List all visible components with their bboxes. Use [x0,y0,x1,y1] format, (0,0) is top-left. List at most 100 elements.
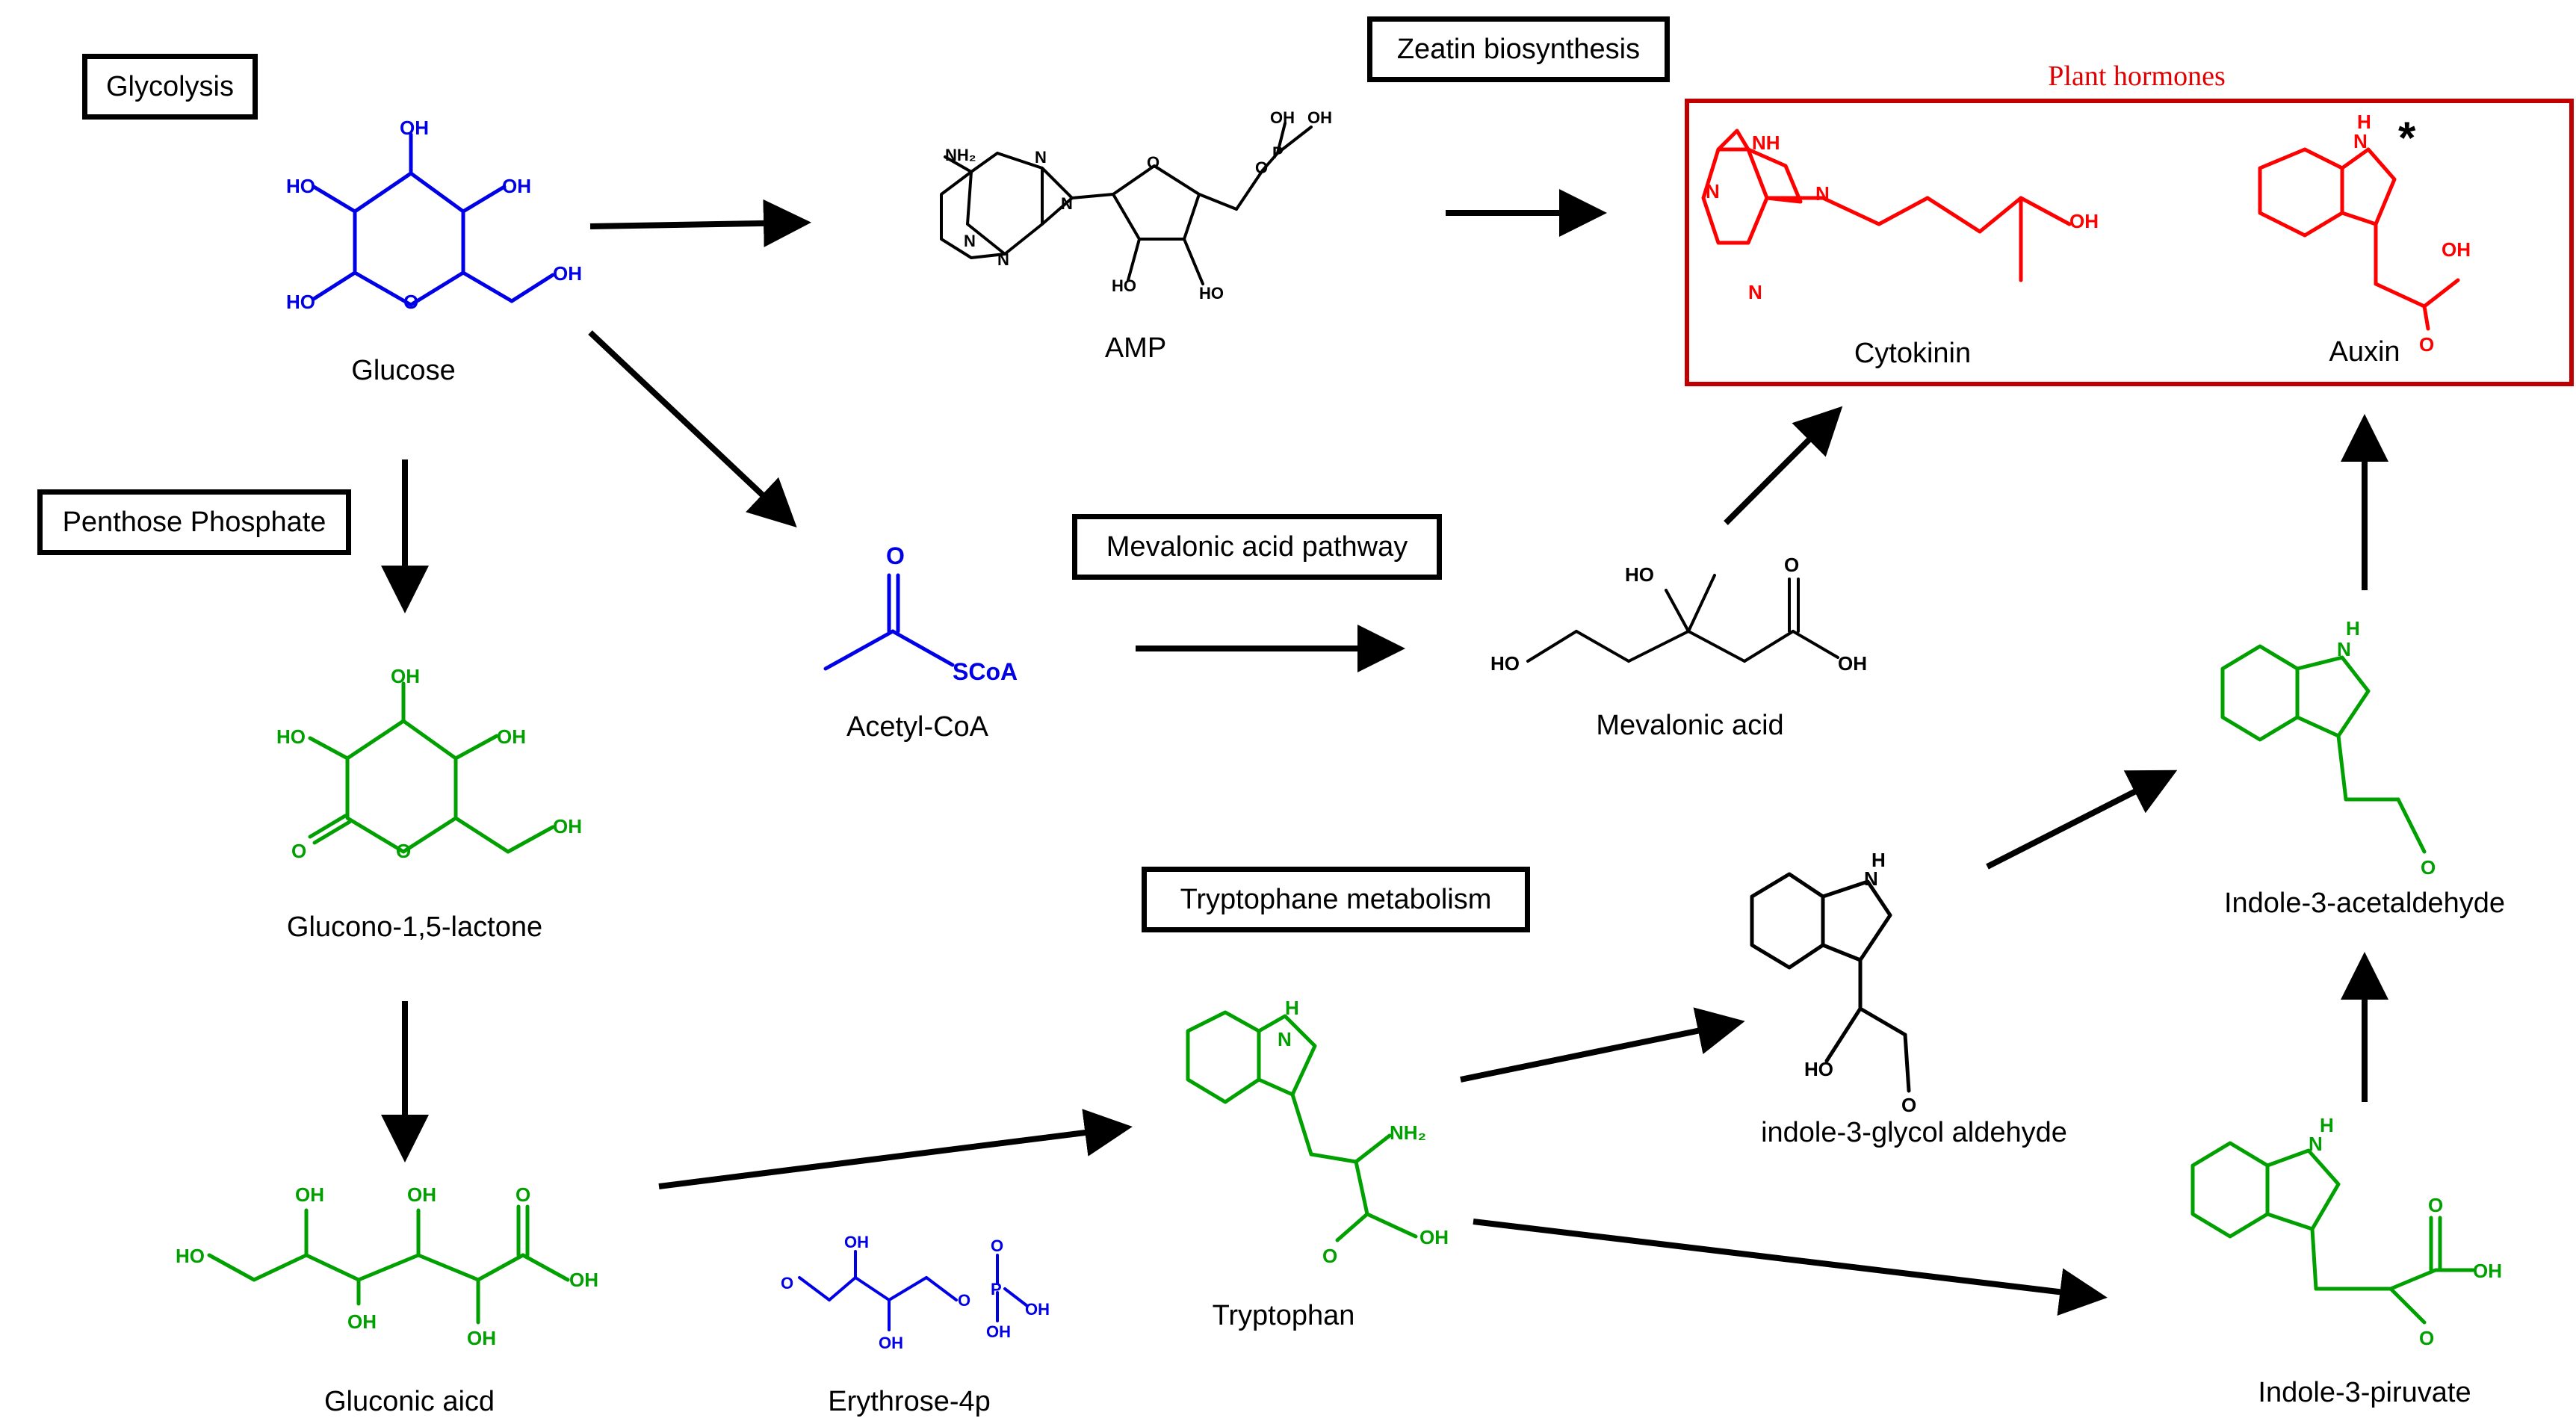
tryptophan-n: N [1278,1028,1292,1050]
lactone-oh-top: OH [391,665,420,687]
auxin-label: Auxin [2329,336,2400,368]
glycol-aldehyde-ho: HO [1804,1058,1833,1080]
acetyl-coa-label: Acetyl-CoA [846,711,989,743]
auxin-star: * [2398,113,2416,163]
acetaldehyde-structure [2220,644,2427,854]
amp-o-ring: O [1147,153,1159,172]
glucose-ho-bottom: HO [286,291,315,313]
gluconic-oh-2: OH [347,1310,377,1333]
mevalonic-ho-1: HO [1490,652,1520,675]
amp-nh2: NH₂ [945,146,976,164]
gluconic-o: O [515,1183,530,1206]
amp-n2: N [964,232,976,250]
amp-oh-2: OH [1307,108,1332,127]
amp-label: AMP [1104,332,1167,364]
mevalonic-o: O [1784,554,1799,576]
cytokinin-n3: N [1815,182,1830,205]
lactone-structure [308,681,555,854]
erythrose-oh-4: OH [986,1322,1011,1341]
indole-acetaldehyde-label: Indole-3-acetaldehyde [2223,888,2506,919]
glucono-lactone-label: Glucono-1,5-lactone [286,911,543,943]
amp-n3: N [997,250,1009,269]
arrow-gluconic-to-tryptophan [658,1109,1133,1189]
cytokinin-structure [1701,129,2072,282]
glycol-aldehyde-o: O [1901,1094,1916,1116]
glucose-oh-right: OH [502,175,531,197]
lactone-oh-right: OH [497,725,526,748]
zeatin-biosynthesis-box: Zeatin biosynthesis [1367,16,1670,82]
cytokinin-n1: N [1706,180,1720,202]
acetaldehyde-h: H [2346,617,2360,640]
gluconic-oh-5: OH [569,1269,598,1291]
arrow-tryptophan-to-glycol [1460,1007,1745,1083]
erythrose-o-2: O [958,1291,970,1310]
erythrose-4p-label: Erythrose-4p [828,1386,991,1417]
erythrose-o-1: O [781,1274,793,1293]
arrow-tryptophan-to-piruvate [1473,1219,2108,1316]
glucose-oh-top: OH [400,117,429,139]
piruvate-n: N [2309,1133,2323,1155]
lactone-ho-left: HO [276,725,306,748]
auxin-structure [2258,147,2460,331]
amp-oh-1: OH [1270,108,1295,127]
plant-hormones-title: Plant hormones [2048,61,2226,92]
indole-glycol-aldehyde-label: indole-3-glycol aldehyde [1761,1117,2067,1148]
amp-structure [940,122,1313,285]
arrows [381,189,2388,1316]
cytokinin-nh: NH [1752,131,1780,154]
glycolysis-box: Glycolysis [82,54,258,120]
tryptophan-oh: OH [1419,1226,1449,1248]
amp-n4: N [1061,194,1073,213]
acetylcoa-scoa: SCoA [953,658,1018,685]
tryptophan-nh2: NH₂ [1390,1121,1426,1144]
mevalonic-ho-2: HO [1625,563,1654,586]
glucose-o-ring: O [403,291,418,313]
erythrose-oh-1: OH [844,1233,869,1251]
penthose-phosphate-box: Penthose Phosphate [37,489,351,555]
cytokinin-label: Cytokinin [1854,338,1972,369]
piruvate-o-1: O [2428,1194,2443,1216]
lactone-o-carbonyl: O [291,840,306,862]
erythrose-p: P [991,1280,1002,1298]
plant-hormones-box [1685,99,2574,386]
gluconic-oh-1: OH [295,1183,324,1206]
amp-ho-2: HO [1199,284,1224,303]
gluconic-oh-3: OH [407,1183,436,1206]
amp-o-ester: O [1255,158,1268,177]
cytokinin-oh: OH [2069,210,2099,232]
auxin-oh: OH [2442,238,2471,261]
mevalonic-acid-pathway-box: Mevalonic acid pathway [1072,514,1442,580]
erythrose-structure [798,1250,1029,1331]
glycol-aldehyde-structure [1750,872,1911,1093]
amp-ho-1: HO [1112,276,1136,295]
indole-piruvate-label: Indole-3-piruvate [2258,1377,2471,1408]
erythrose-o-3: O [991,1236,1003,1255]
tryptophan-h: H [1285,997,1299,1019]
lactone-o-ring: O [396,840,411,862]
piruvate-oh: OH [2473,1260,2502,1282]
tryptophan-structure [1186,1010,1418,1242]
glucose-ho-left: HO [286,175,315,197]
erythrose-oh-3: OH [1025,1300,1050,1319]
piruvate-o-2: O [2419,1327,2434,1349]
gluconic-oh-4: OH [467,1327,496,1349]
glucose-oh-tail: OH [553,262,582,285]
glycol-aldehyde-h: H [1871,849,1886,871]
mevalonic-oh: OH [1838,652,1867,675]
amp-n1: N [1035,148,1047,167]
gluconic-acid-label: Gluconic aicd [323,1386,495,1417]
glucose-label: Glucose [351,355,456,386]
piruvate-h: H [2320,1114,2334,1136]
tryptophan-o: O [1322,1245,1337,1267]
cytokinin-n2: N [1748,281,1762,303]
tryptophan-label: Tryptophan [1212,1300,1355,1331]
arrow-glucose-to-acetylcoa [588,330,797,527]
arrow-glycol-to-acetaldehyde [1986,770,2178,870]
acetylcoa-o: O [886,542,905,569]
auxin-h: H [2357,111,2371,133]
auxin-o: O [2419,333,2434,356]
arrow-mevalonic-to-cytokinin [1724,406,1843,525]
tryptophane-metabolism-box: Tryptophane metabolism [1142,867,1530,932]
erythrose-oh-2: OH [879,1334,903,1352]
